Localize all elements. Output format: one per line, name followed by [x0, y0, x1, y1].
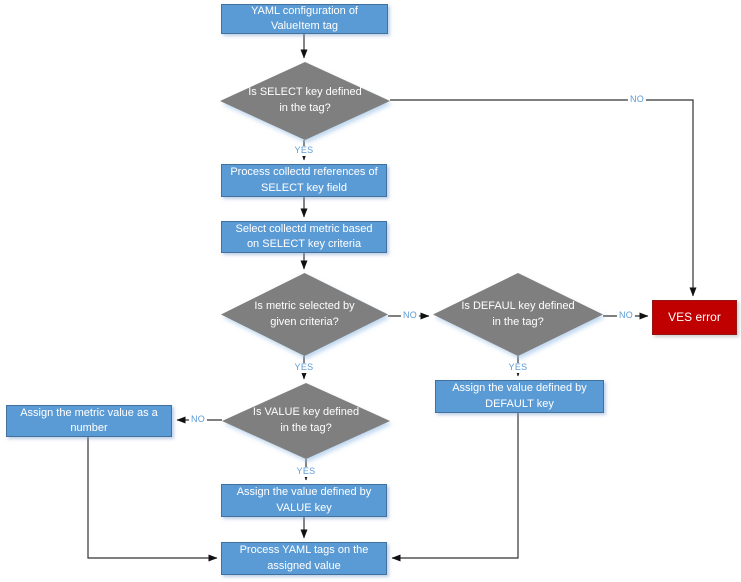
node-is-select-key-defined-label: Is SELECT key defined in the tag?: [248, 86, 362, 114]
node-process-collectd-references: Process collectd references of SELECT ke…: [221, 164, 387, 197]
node-ves-error: VES error: [652, 300, 737, 335]
node-is-metric-selected: Is metric selected by given criteria?: [221, 273, 388, 356]
node-assign-default-value-label: Assign the value defined by DEFAULT key: [452, 382, 587, 410]
edge-assignmetric-to-processyaml: [87, 437, 218, 562]
edge-select-no-to-ves: [390, 99, 697, 297]
node-assign-metric-value-label: Assign the metric value as a number: [20, 406, 158, 434]
edge-label-value-no: NO: [188, 414, 208, 425]
node-assign-metric-value: Assign the metric value as a number: [6, 405, 172, 437]
edge-assigndefault-to-processyaml: [391, 413, 519, 562]
node-assign-default-value: Assign the value defined by DEFAULT key: [435, 380, 604, 413]
node-is-metric-selected-label: Is metric selected by given criteria?: [254, 299, 355, 328]
node-select-collectd-metric: Select collectd metric based on SELECT k…: [221, 221, 387, 253]
node-assign-value-key-label: Assign the value defined by VALUE key: [236, 486, 372, 514]
edge-label-default-no: NO: [616, 310, 636, 321]
node-is-select-key-defined: Is SELECT key defined in the tag?: [220, 62, 390, 140]
node-is-default-key-defined-label: Is DEFAUL key defined in the tag?: [461, 299, 575, 328]
edge-label-value-yes: YES: [294, 466, 318, 477]
node-is-value-key-defined: Is VALUE key defined in the tag?: [222, 383, 390, 459]
edge-label-select-yes: YES: [292, 145, 316, 156]
node-is-value-key-defined-label: Is VALUE key defined in the tag?: [252, 406, 360, 434]
node-assign-value-key: Assign the value defined by VALUE key: [221, 484, 387, 517]
edge-label-metric-yes: YES: [292, 362, 316, 373]
node-ves-error-label: VES error: [668, 310, 721, 325]
node-start-label: YAML configuration of ValueItem tag: [250, 4, 358, 32]
node-start: YAML configuration of ValueItem tag: [221, 4, 388, 34]
edge-label-default-yes: YES: [506, 362, 530, 373]
edge-label-select-no: NO: [627, 94, 647, 105]
node-process-yaml-tags: Process YAML tags on the assigned value: [221, 542, 387, 575]
node-is-default-key-defined: Is DEFAUL key defined in the tag?: [433, 273, 603, 356]
node-process-collectd-references-label: Process collectd references of SELECT ke…: [230, 166, 378, 194]
node-process-yaml-tags-label: Process YAML tags on the assigned value: [239, 544, 369, 572]
edge-label-metric-no: NO: [400, 310, 420, 321]
node-select-collectd-metric-label: Select collectd metric based on SELECT k…: [235, 222, 373, 250]
